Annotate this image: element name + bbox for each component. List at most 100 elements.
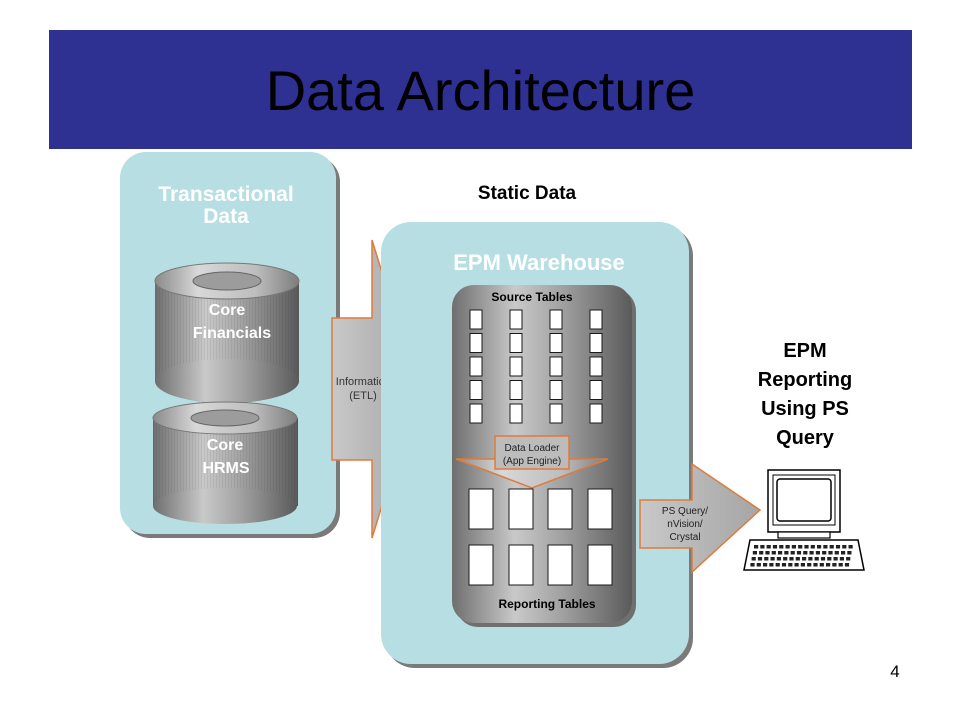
reporting-table-cell xyxy=(547,488,573,530)
transactional-label-line2: Data xyxy=(203,205,249,228)
keyboard-key xyxy=(804,545,809,549)
epm-warehouse-label: EPM Warehouse xyxy=(453,250,625,275)
keyboard-key xyxy=(798,545,803,549)
epm-reporting-line3: Using PS xyxy=(761,398,849,420)
source-table-cell xyxy=(589,356,603,377)
core-hrms-line2: HRMS xyxy=(202,460,249,477)
keyboard-key xyxy=(829,545,834,549)
keyboard-key xyxy=(844,563,850,567)
keyboard-key xyxy=(766,545,771,549)
source-table-cell xyxy=(549,333,563,353)
epm-reporting-line4: Query xyxy=(776,427,835,449)
keyboard-key xyxy=(778,551,783,555)
source-table-cell xyxy=(469,380,483,400)
keyboard-key xyxy=(791,545,796,549)
keyboard-key xyxy=(750,563,755,567)
source-tables-grid xyxy=(469,309,603,424)
keyboard-key xyxy=(776,557,781,561)
etl-label-line1: Informatica xyxy=(336,376,391,388)
keyboard-key xyxy=(757,557,763,561)
keyboard-key xyxy=(754,545,759,549)
keyboard-key xyxy=(795,557,800,561)
core-financials-line1: Core xyxy=(209,302,246,319)
keyboard-key xyxy=(764,557,769,561)
keyboard-key xyxy=(756,563,761,567)
keyboard-key xyxy=(752,551,757,555)
reporting-arrow-line2: nVision/ xyxy=(667,519,703,530)
source-table-cell xyxy=(589,333,603,353)
source-table-cell xyxy=(549,403,563,424)
data-loader-line2: (App Engine) xyxy=(503,456,561,467)
keyboard-key xyxy=(751,557,756,561)
keyboard-key xyxy=(828,551,833,555)
keyboard-key xyxy=(783,557,788,561)
slide-title: Data Architecture xyxy=(265,59,696,122)
keyboard-key xyxy=(784,551,789,555)
keyboard-key xyxy=(771,551,776,555)
keyboard-key xyxy=(770,557,775,561)
reporting-table-cell xyxy=(508,544,534,586)
source-table-cell xyxy=(509,333,523,353)
reporting-table-cell xyxy=(547,544,573,586)
reporting-table-cell xyxy=(508,488,534,530)
keyboard-key xyxy=(841,551,846,555)
reporting-tables-grid xyxy=(468,488,613,586)
keyboard-key xyxy=(800,563,805,567)
keyboard-key xyxy=(839,557,844,561)
core-financials-line2: Financials xyxy=(193,325,271,342)
keyboard-key xyxy=(803,551,808,555)
keyboard-key xyxy=(796,551,802,555)
keyboard-key xyxy=(785,545,790,549)
keyboard-key xyxy=(809,551,814,555)
keyboard-key xyxy=(813,563,818,567)
source-table-cell xyxy=(589,380,603,400)
keyboard-key xyxy=(826,563,831,567)
source-table-cell xyxy=(589,403,603,424)
source-table-cell xyxy=(469,309,483,330)
source-table-cell xyxy=(549,356,563,377)
keyboard-key xyxy=(765,551,770,555)
keyboard-key xyxy=(842,545,847,549)
keyboard-key xyxy=(759,551,764,555)
keyboard-key xyxy=(808,557,813,561)
keyboard-key xyxy=(827,557,832,561)
epm-reporting-label: EPM Reporting Using PS Query xyxy=(758,340,852,449)
keyboard-key xyxy=(810,545,815,549)
keyboard-key xyxy=(834,551,839,555)
epm-reporting-line2: Reporting xyxy=(758,369,852,391)
keyboard-keys xyxy=(750,545,853,567)
keyboard-key xyxy=(848,545,853,549)
source-tables-label: Source Tables xyxy=(491,290,572,304)
keyboard-key xyxy=(802,557,807,561)
keyboard-key xyxy=(807,563,812,567)
keyboard-key xyxy=(846,557,851,561)
computer-icon xyxy=(743,469,865,571)
keyboard-key xyxy=(789,557,794,561)
page-number: 4 xyxy=(890,662,900,681)
keyboard-key xyxy=(790,551,795,555)
keyboard-key xyxy=(788,563,793,567)
source-table-cell xyxy=(549,309,563,330)
keyboard-key xyxy=(781,563,787,567)
static-data-label: Static Data xyxy=(478,183,577,204)
reporting-table-cell xyxy=(587,488,613,530)
epm-warehouse-panel: EPM Warehouse Source Tables Data Loader … xyxy=(381,222,693,668)
reporting-arrow-line1: PS Query/ xyxy=(662,506,708,517)
keyboard-key xyxy=(822,551,827,555)
source-table-cell xyxy=(549,380,563,400)
reporting-tables-label: Reporting Tables xyxy=(498,597,595,611)
reporting-arrow-line3: Crystal xyxy=(669,532,700,543)
core-hrms-line1: Core xyxy=(207,437,244,454)
epm-reporting-line1: EPM xyxy=(783,340,826,362)
reporting-table-cell xyxy=(587,544,613,586)
keyboard-key xyxy=(838,563,843,567)
database-icon-core-hrms: Core HRMS xyxy=(152,401,298,524)
source-table-cell xyxy=(509,309,523,330)
keyboard-key xyxy=(779,545,784,549)
keyboard-key xyxy=(794,563,799,567)
keyboard-key xyxy=(760,545,765,549)
source-table-cell xyxy=(469,356,483,377)
reporting-arrow: PS Query/ nVision/ Crystal xyxy=(639,462,762,574)
source-table-cell xyxy=(509,403,523,424)
